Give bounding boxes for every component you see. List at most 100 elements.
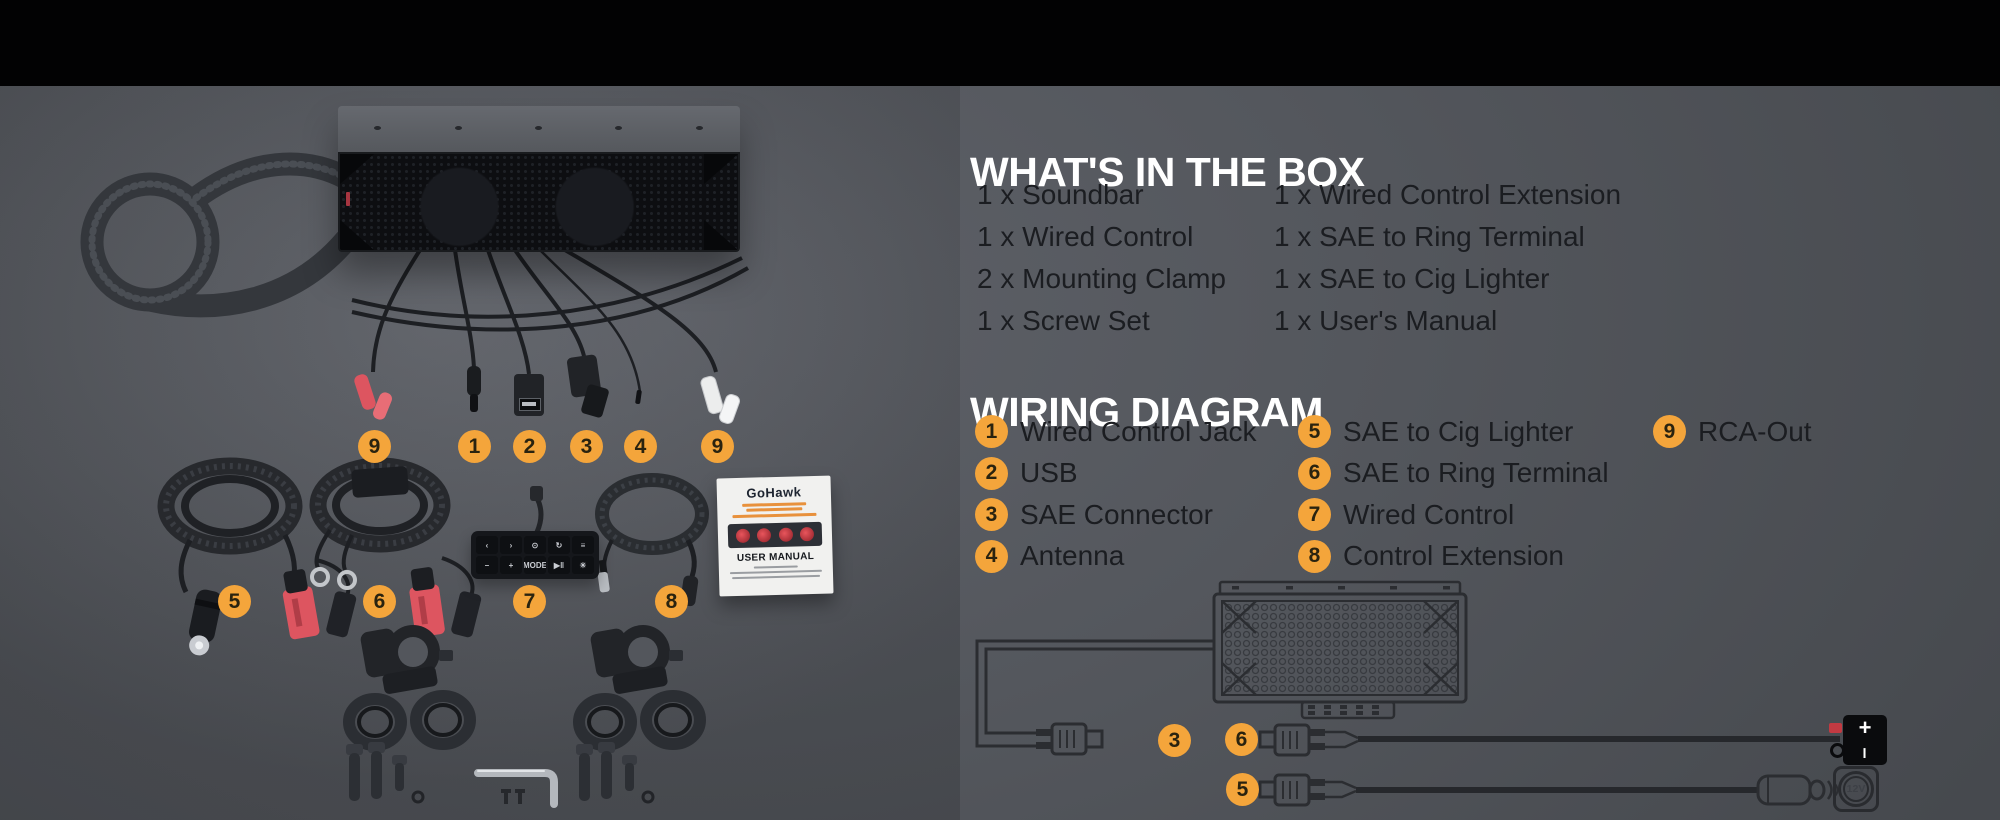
clamp-ring — [573, 693, 637, 751]
photo-badge-3: 3 — [570, 430, 603, 463]
manual-gray-line — [732, 574, 821, 579]
box-item: 1 x Wired Control Extension — [1274, 179, 1622, 210]
box-item: 1 x User's Manual — [1274, 305, 1498, 336]
ring-terminal-coil-6 — [309, 457, 482, 638]
legend-row: 2 USB — [975, 456, 1257, 490]
user-manual: GoHawk USER MANUAL — [716, 475, 834, 597]
legend-badge-2: 2 — [975, 456, 1008, 490]
legend-row: 1 Wired Control Jack — [975, 415, 1257, 448]
photo-badge-9-red: 9 — [358, 430, 391, 463]
diagram-sae-connector-5 — [1258, 773, 1357, 807]
legend-row: 8 Control Extension — [1298, 539, 1609, 573]
legend-label: RCA-Out — [1698, 415, 1812, 447]
diagram-badge-6: 6 — [1225, 723, 1258, 756]
soundbar-logo-accent — [346, 192, 350, 206]
legend-label: Antenna — [1020, 540, 1125, 571]
cig-lighter-socket-icon: 12V — [1833, 766, 1879, 812]
legend-label: SAE Connector — [1020, 498, 1213, 530]
antenna-coil-8 — [595, 473, 709, 607]
manual-brand: GoHawk — [746, 484, 802, 501]
wiring-diagram-title: WIRING DIAGRAM — [970, 389, 1323, 436]
manual-gray-line — [753, 564, 798, 569]
photo-badge-8: 8 — [655, 585, 688, 618]
legend-row: 6 SAE to Ring Terminal — [1298, 456, 1609, 490]
battery-positive-terminal — [1829, 723, 1842, 733]
rca-white-connector — [698, 370, 748, 434]
legend-label: SAE to Ring Terminal — [1343, 457, 1609, 488]
legend-label: USB — [1020, 457, 1078, 488]
soundbar-top-face — [338, 106, 740, 152]
legend-row: 3 SAE Connector — [975, 498, 1257, 531]
allen-wrench — [474, 769, 558, 808]
bolt-set — [346, 742, 425, 804]
legend-label: Control Extension — [1343, 540, 1565, 571]
manual-orange-line — [742, 501, 807, 507]
photo-badge-2: 2 — [513, 430, 546, 463]
soundbar-front-grille — [338, 152, 740, 252]
volume-down-button-icon: – — [476, 556, 498, 574]
mounting-clamp-set-left — [343, 625, 476, 804]
photo-badge-7: 7 — [513, 585, 546, 618]
legend-badge-7: 7 — [1298, 498, 1331, 531]
photo-badge-5: 5 — [218, 585, 251, 618]
diagram-sae-connector-3 — [1036, 722, 1104, 756]
diagram-cig-plug-outline — [1756, 774, 1839, 806]
whats-in-box-title: WHAT'S IN THE BOX — [970, 149, 1365, 196]
legend-badge-4: 4 — [975, 539, 1008, 573]
cable-bundle — [351, 248, 749, 393]
battery-icon: + – — [1829, 715, 1887, 765]
manual-soundbar-picture — [727, 521, 823, 548]
source-button-icon: ≡ — [572, 536, 594, 554]
power-button-icon: ⊙ — [524, 536, 546, 554]
ring-terminal — [310, 567, 330, 587]
photo-badge-1: 1 — [458, 430, 491, 463]
sae-red-connector-6 — [409, 556, 482, 638]
box-item: 1 x Screw Set — [977, 305, 1150, 336]
diagram-sae-connector-6 — [1258, 723, 1359, 757]
mounting-clamp-set-right — [573, 625, 706, 804]
usb-connector — [514, 374, 544, 416]
manual-orange-line — [732, 512, 817, 518]
clamp-bracket — [360, 625, 453, 694]
diagram-wire-loop — [975, 639, 1214, 748]
prev-button-icon: ‹ — [476, 536, 498, 554]
box-item: 1 x SAE to Cig Lighter — [1274, 263, 1550, 294]
cig-plug — [188, 589, 222, 656]
photo-badge-6: 6 — [363, 585, 396, 618]
diagram-badge-5: 5 — [1226, 773, 1259, 806]
legend-badge-6: 6 — [1298, 456, 1331, 490]
legend-label: Wired Control — [1343, 498, 1515, 530]
loop-button-icon: ↻ — [548, 536, 570, 554]
wiring-legend-column-1: 1 Wired Control Jack 2 USB 3 SAE Connect… — [975, 415, 1257, 573]
diagram-soundbar-outline — [1212, 580, 1468, 720]
sae-connector-photo — [564, 350, 612, 420]
rca-red-connector — [352, 370, 402, 432]
sae-red-connector-5 — [282, 558, 357, 640]
legend-badge-1: 1 — [975, 415, 1008, 448]
photo-badge-4: 4 — [624, 430, 657, 463]
photo-badge-9-white: 9 — [701, 430, 734, 463]
clamp-bracket — [590, 625, 683, 694]
box-items-column-2: 1 x Wired Control Extension 1 x SAE to R… — [1274, 180, 1621, 335]
box-item: 1 x Wired Control — [977, 221, 1194, 252]
legend-row: 9 RCA-Out — [1653, 415, 1812, 448]
clamp-ring — [343, 693, 407, 751]
box-item: 1 x Soundbar — [977, 179, 1144, 210]
wired-control-photo: ‹ › ⊙ ↻ ≡ – + MODE ▶‖ ☀ — [471, 531, 599, 579]
cig-lighter-coil-5 — [157, 457, 357, 656]
top-black-bar — [0, 0, 2000, 86]
box-items-column-1: 1 x Soundbar 1 x Wired Control 2 x Mount… — [977, 180, 1226, 335]
wiring-legend-column-2: 5 SAE to Cig Lighter 6 SAE to Ring Termi… — [1298, 415, 1609, 573]
legend-badge-8: 8 — [1298, 539, 1331, 573]
diagram-badge-3: 3 — [1158, 724, 1191, 757]
clamp-ring — [640, 690, 706, 750]
ring-terminal — [337, 570, 357, 590]
manual-gray-line — [729, 569, 822, 574]
braided-cable — [80, 152, 358, 318]
legend-label: Wired Control Jack — [1020, 415, 1257, 447]
next-button-icon: › — [500, 536, 522, 554]
socket-12v-label: 12V — [1846, 783, 1866, 795]
manual-orange-line — [746, 507, 803, 512]
box-item: 2 x Mounting Clamp — [977, 263, 1227, 294]
